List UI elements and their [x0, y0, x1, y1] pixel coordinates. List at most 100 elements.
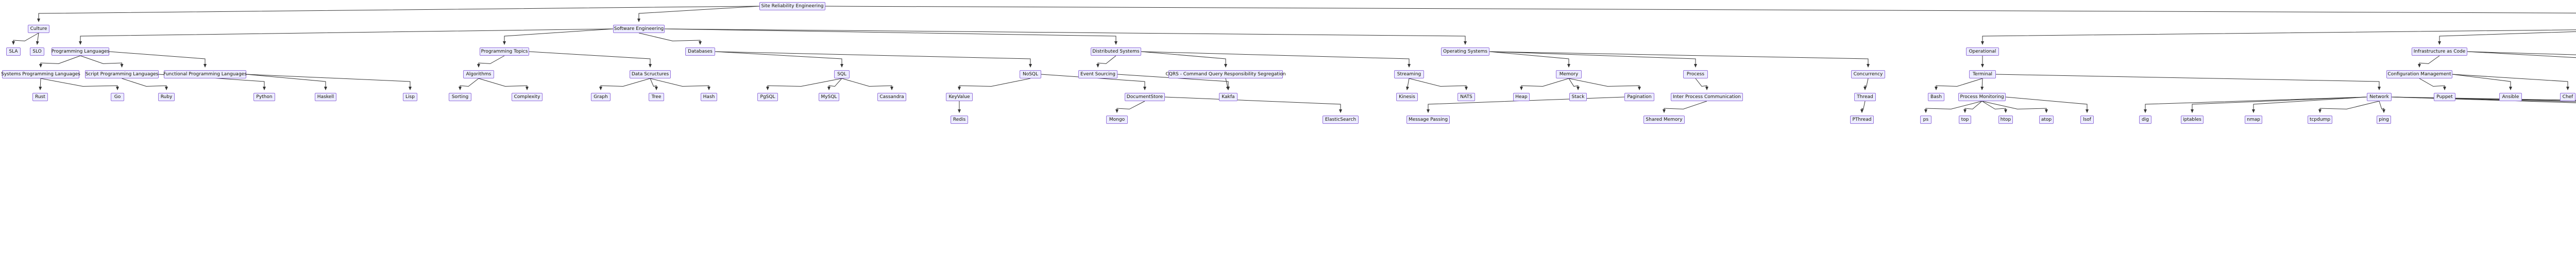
node-slo[interactable]: SLO: [30, 47, 44, 56]
node-label: PgSQL: [760, 94, 775, 100]
node-tree[interactable]: Tree: [649, 93, 664, 101]
node-os[interactable]: Operating Systems: [1441, 47, 1489, 56]
edge-sre-to-operations: [825, 6, 2576, 13]
node-label: Python: [256, 94, 273, 100]
node-go[interactable]: Go: [111, 93, 124, 101]
node-haskell[interactable]: Haskell: [315, 93, 336, 101]
edge-sre-to-swe: [637, 6, 760, 22]
edge-memory-to-heap: [1520, 78, 1569, 90]
edge-thread-to-pthread: [1860, 101, 1866, 113]
node-swe[interactable]: Software Engineering: [613, 25, 665, 33]
node-tcpdump[interactable]: tcpdump: [2308, 116, 2332, 124]
edge-memory-to-pagination: [1568, 78, 1641, 90]
node-redis[interactable]: Redis: [951, 116, 968, 124]
node-concurrency[interactable]: Concurrency: [1851, 70, 1885, 78]
node-sre[interactable]: Site Reliability Engineering: [759, 2, 825, 10]
node-messagepassing[interactable]: Message Passing: [1406, 116, 1450, 124]
node-ps[interactable]: ps: [1920, 116, 1931, 124]
node-lisp[interactable]: Lisp: [403, 93, 417, 101]
node-sysplang[interactable]: Systems Programming Languages: [1, 70, 80, 78]
node-documentstore[interactable]: DocumentStore: [1125, 93, 1165, 101]
node-iptables[interactable]: iptables: [2181, 116, 2204, 124]
node-label: Tree: [651, 94, 662, 100]
node-complexity[interactable]: Complexity: [512, 93, 543, 101]
node-operational[interactable]: Operational: [1966, 47, 1999, 56]
node-algorithms[interactable]: Algorithms: [463, 70, 494, 78]
node-progtopics[interactable]: Programming Topics: [480, 47, 529, 56]
node-ruby[interactable]: Ruby: [158, 93, 175, 101]
node-iac[interactable]: Infrastructure as Code: [2412, 47, 2467, 56]
node-label: SQL: [837, 71, 846, 77]
node-pagination[interactable]: Pagination: [1624, 93, 1654, 101]
node-funclang[interactable]: Functional Programming Languages: [163, 70, 247, 78]
node-ipc[interactable]: Inter Process Communication: [1671, 93, 1743, 101]
edge-swe-to-distsys: [664, 28, 1117, 45]
edge-distsys-to-cqrs: [1141, 51, 1227, 68]
edge-iac-to-provisioning: [2467, 51, 2576, 58]
edge-databases-to-sql: [715, 51, 843, 68]
node-kafka[interactable]: Kakfa: [1219, 93, 1238, 101]
node-htop[interactable]: htop: [1998, 116, 2013, 124]
node-mongo[interactable]: Mongo: [1106, 116, 1128, 124]
node-atop[interactable]: atop: [2039, 116, 2054, 124]
node-hash[interactable]: Hash: [701, 93, 717, 101]
node-graph[interactable]: Graph: [591, 93, 611, 101]
node-culture[interactable]: Culture: [28, 25, 49, 33]
edge-datastruct-to-hash: [650, 78, 710, 90]
node-terminal[interactable]: Terminal: [1969, 70, 1996, 78]
node-databases[interactable]: Databases: [685, 47, 715, 56]
node-streaming[interactable]: Streaming: [1394, 70, 1424, 78]
node-kinesis[interactable]: Kinesis: [1396, 93, 1418, 101]
edge-configmgmt-to-puppet: [2419, 78, 2446, 90]
node-nosql[interactable]: NoSQL: [1020, 70, 1041, 78]
node-label: tcpdump: [2309, 117, 2331, 122]
node-cqrs[interactable]: CQRS - Command Query Responsibility Segr…: [1165, 70, 1286, 78]
node-datastruct[interactable]: Data Scructures: [630, 70, 671, 78]
node-puppet[interactable]: Puppet: [2434, 93, 2455, 101]
node-distsys[interactable]: Distributed Systems: [1091, 47, 1141, 56]
node-heap[interactable]: Heap: [1513, 93, 1530, 101]
node-keyvalue[interactable]: KeyValue: [946, 93, 973, 101]
node-procmon[interactable]: Process Monitoring: [1958, 93, 2006, 101]
node-nmap[interactable]: nmap: [2245, 116, 2262, 124]
node-dig[interactable]: dig: [2139, 116, 2151, 124]
node-bash[interactable]: Bash: [1928, 93, 1944, 101]
node-nats[interactable]: NATS: [1458, 93, 1475, 101]
node-label: Process: [1686, 71, 1705, 77]
node-rust[interactable]: Rust: [32, 93, 48, 101]
node-python[interactable]: Python: [253, 93, 275, 101]
node-label: CQRS - Command Query Responsibility Segr…: [1165, 71, 1286, 77]
node-sla[interactable]: SLA: [6, 47, 21, 56]
node-chef[interactable]: Chef: [2560, 93, 2575, 101]
node-pgsql[interactable]: PgSQL: [757, 93, 778, 101]
node-label: Script Programming Languages: [85, 71, 159, 77]
edge-os-to-concurrency: [1489, 51, 1870, 68]
node-ping[interactable]: ping: [2377, 116, 2391, 124]
node-network[interactable]: Network: [2367, 93, 2392, 101]
node-process[interactable]: Process: [1683, 70, 1708, 78]
node-top[interactable]: top: [1959, 116, 1971, 124]
node-scriptlang[interactable]: Script Programming Languages: [85, 70, 159, 78]
edge-network-to-airodump: [2391, 96, 2576, 101]
node-ansible[interactable]: Ansible: [2499, 93, 2522, 101]
node-label: Haskell: [317, 94, 334, 100]
node-proglang[interactable]: Programming Languages: [52, 47, 109, 56]
node-mysql[interactable]: MySQL: [819, 93, 839, 101]
node-memory[interactable]: Memory: [1556, 70, 1582, 78]
edge-algorithms-to-complexity: [478, 78, 529, 90]
node-stack[interactable]: Stack: [1569, 93, 1587, 101]
node-configmgmt[interactable]: Configuration Management: [2386, 70, 2452, 78]
node-label: Network: [2369, 94, 2389, 100]
node-thread[interactable]: Thread: [1854, 93, 1876, 101]
node-sharedmemory[interactable]: Shared Memory: [1643, 116, 1685, 124]
node-elasticsearch[interactable]: ElasticSearch: [1323, 116, 1359, 124]
node-sorting[interactable]: Sorting: [449, 93, 471, 101]
node-pthread[interactable]: PThread: [1850, 116, 1874, 124]
node-eventsourcing[interactable]: Event Sourcing: [1078, 70, 1117, 78]
node-cassandra[interactable]: Cassandra: [877, 93, 906, 101]
node-sql[interactable]: SQL: [834, 70, 850, 78]
node-label: Distributed Systems: [1092, 49, 1140, 54]
node-lsof[interactable]: lsof: [2080, 116, 2094, 124]
node-label: top: [1961, 117, 1969, 122]
